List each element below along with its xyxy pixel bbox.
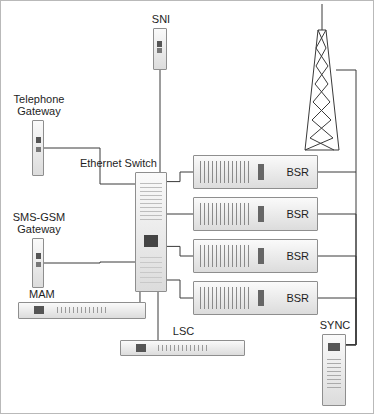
device-box: BSR xyxy=(193,197,318,231)
sync-vents xyxy=(327,359,341,389)
network-cable xyxy=(139,292,140,302)
switch-ports xyxy=(140,183,162,223)
device-label: SYNC xyxy=(310,319,360,331)
device-label: BSR xyxy=(286,166,309,178)
device-box: SYNC xyxy=(322,334,346,406)
device-box: Ethernet Switch xyxy=(135,172,167,292)
device-box: BSR xyxy=(193,281,318,315)
device-port xyxy=(157,48,162,53)
rack-module xyxy=(136,344,146,352)
device-label: BSR xyxy=(286,292,309,304)
bsr-slots xyxy=(200,203,252,225)
device-box: BSR xyxy=(193,155,318,189)
device-label: BSR xyxy=(286,250,309,262)
device-box: SMS-GSM Gateway xyxy=(32,238,44,288)
device-box: MAM xyxy=(18,302,146,319)
bsr-module xyxy=(258,164,264,180)
device-label: BSR xyxy=(286,208,309,220)
device-box: LSC xyxy=(120,340,245,356)
device-label: LSC xyxy=(154,325,214,337)
device-label: Telephone Gateway xyxy=(6,93,72,117)
device-port xyxy=(36,137,41,143)
bsr-slots xyxy=(200,245,252,267)
network-cable xyxy=(318,256,356,345)
device-label: MAM xyxy=(29,288,55,300)
network-cable xyxy=(167,280,193,298)
device-label: SMS-GSM Gateway xyxy=(6,211,72,235)
rack-vents xyxy=(158,345,207,351)
device-label: SNI xyxy=(141,13,181,25)
device-label: Ethernet Switch xyxy=(80,157,157,169)
network-cable xyxy=(167,172,193,182)
network-cable xyxy=(44,262,135,263)
network-cable xyxy=(167,246,193,256)
rack-module xyxy=(34,306,44,314)
network-cable xyxy=(160,70,161,172)
device-port xyxy=(36,147,41,152)
bsr-module xyxy=(258,290,264,306)
device-box: SNI xyxy=(153,28,167,70)
bsr-module xyxy=(258,248,264,264)
rack-vents xyxy=(57,307,107,313)
device-box: BSR xyxy=(193,239,318,273)
network-cable xyxy=(167,214,193,215)
switch-panel xyxy=(144,235,158,247)
device-port xyxy=(36,262,41,267)
bsr-module xyxy=(258,206,264,222)
network-cable xyxy=(158,292,159,340)
device-box: Telephone Gateway xyxy=(32,120,44,176)
bsr-slots xyxy=(200,287,252,309)
sync-module xyxy=(328,343,340,351)
bsr-slots xyxy=(200,161,252,183)
device-port xyxy=(36,253,41,259)
switch-ports xyxy=(140,257,162,283)
device-port xyxy=(157,41,162,47)
network-cable xyxy=(318,172,356,345)
